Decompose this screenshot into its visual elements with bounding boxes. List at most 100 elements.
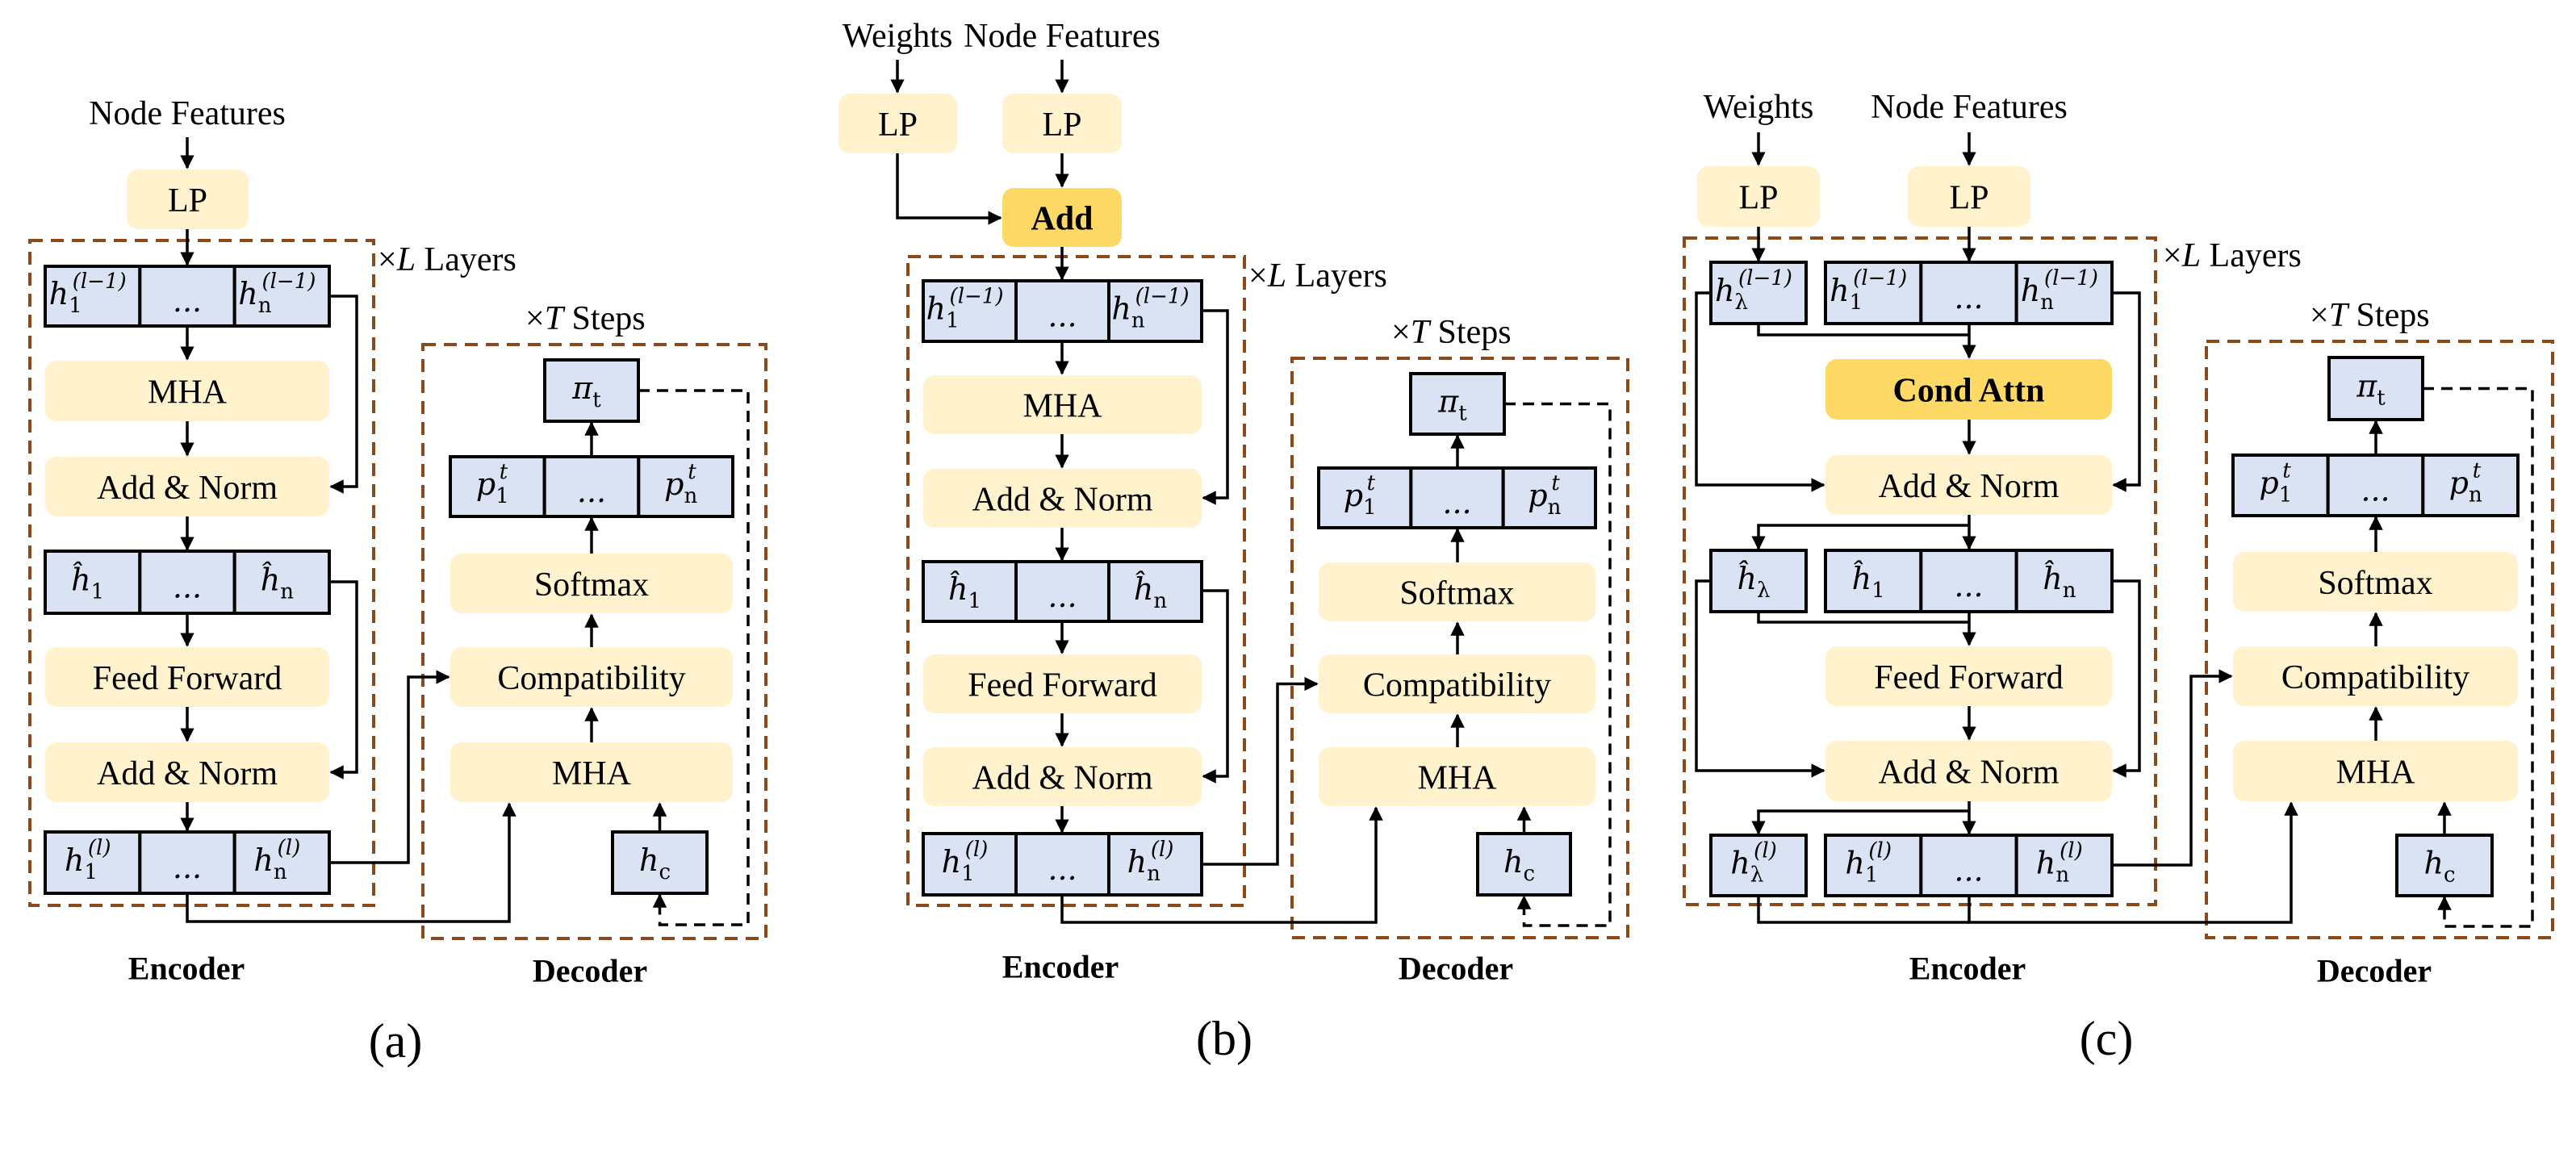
cell-symbol: ... xyxy=(173,283,202,319)
cell-symbol: ... xyxy=(577,474,606,509)
repeat-word: Steps xyxy=(2348,297,2430,334)
symbol-superscript: (l−1) xyxy=(1853,266,1907,290)
cell xyxy=(542,455,641,518)
decoder: ×T Stepsπtp1t...pntSoftmaxCompatibilityM… xyxy=(1060,314,1629,939)
cell-symbol: ... xyxy=(1048,579,1077,614)
symbol-base: h xyxy=(1503,844,1523,880)
symbol-subscript: n xyxy=(274,860,287,884)
cell xyxy=(44,830,142,895)
add-norm-block-1-label: Add & Norm xyxy=(1879,468,2060,505)
input-label-weights: Weights xyxy=(843,18,953,55)
cell-symbol: ... xyxy=(1954,853,1983,888)
decoder-repeat-label: ×T Steps xyxy=(2310,297,2430,334)
encoder-mha-block-label: MHA xyxy=(1022,388,1102,425)
cell xyxy=(138,550,236,615)
symbol-subscript: c xyxy=(2444,863,2456,888)
decoder-repeat-label: ×T Steps xyxy=(525,300,646,337)
cell-symbol: ĥn xyxy=(1134,571,1167,613)
cell-symbol: hn(l) xyxy=(2036,839,2083,888)
cell-symbol: hn(l−1) xyxy=(1111,285,1189,333)
cell-symbol-symbol: hn(l) xyxy=(1127,838,1174,886)
input-label-node-features: Node Features xyxy=(89,95,286,132)
arrow-encoder-to-mha xyxy=(1060,806,1383,924)
context-hc-symbol-symbol: hc xyxy=(639,842,671,884)
arrow-encoder-to-compat xyxy=(1202,676,1319,866)
symbol-superscript: t xyxy=(2282,459,2291,483)
feed-forward-block: Feed Forward xyxy=(1825,646,2112,706)
lambda-merge-line-1 xyxy=(1757,324,1969,336)
cell xyxy=(1409,466,1505,529)
arrow-weights-lp-to-add xyxy=(896,153,1002,225)
symbol-subscript: t xyxy=(1458,402,1467,426)
lp-block-weights-label: LP xyxy=(1738,180,1778,217)
symbol-base: h xyxy=(926,291,946,327)
cell xyxy=(1824,261,1923,325)
cell-symbol-symbol: ĥ1 xyxy=(71,562,104,604)
lambda-cell-prev-symbol: hλ(l−1) xyxy=(1715,266,1792,315)
symbol-base: p xyxy=(2449,466,2469,501)
context-hc-box xyxy=(1476,832,1572,897)
compatibility-block-bg xyxy=(2233,646,2518,706)
encoder-group-border xyxy=(1683,236,2157,906)
lp-block-features-label: LP xyxy=(1949,180,1988,217)
lambda-merge-line-2 xyxy=(1757,612,1969,624)
symbol-base: h xyxy=(1715,273,1734,308)
cell-symbol: ... xyxy=(1954,568,1983,604)
add-norm-block-2-bg xyxy=(1825,741,2112,801)
symbol-subscript: n xyxy=(1548,495,1562,520)
cell-symbol-symbol: p1t xyxy=(2259,459,2292,508)
hidden-row-out: h1(l)...hn(l) xyxy=(44,830,331,895)
symbol-superscript: (l−1) xyxy=(73,270,127,294)
cell-symbol-symbol: hn(l) xyxy=(2036,839,2083,888)
repeat-variable: L xyxy=(1267,257,1286,295)
symbol-superscript: t xyxy=(2473,459,2482,483)
cell xyxy=(1824,549,1923,613)
cell-symbol: hn(l−1) xyxy=(2021,266,2098,315)
cell-symbol-symbol: ĥn xyxy=(1134,571,1167,613)
symbol-base: h xyxy=(49,276,69,311)
symbol-superscript: t xyxy=(500,460,508,484)
context-hc-symbol-symbol: hc xyxy=(1503,844,1535,886)
feed-forward-block-label: Feed Forward xyxy=(968,667,1156,704)
decoder-mha-block-bg xyxy=(1319,747,1595,806)
output-pi-t-symbol: πt xyxy=(571,370,601,412)
lambda-cell-prev: hλ(l−1) xyxy=(1709,261,1808,325)
symbol-subscript: 1 xyxy=(961,862,975,886)
lambda-cell-out-box xyxy=(1709,834,1808,897)
symbol-base: h xyxy=(253,842,273,878)
symbol-base: ĥ xyxy=(2043,561,2062,596)
cell-symbol-symbol: ĥ1 xyxy=(948,571,981,613)
symbol-subscript: n xyxy=(258,294,272,318)
feed-forward-block-label: Feed Forward xyxy=(1874,659,2063,696)
softmax-block: Softmax xyxy=(1319,562,1595,621)
compatibility-block: Compatibility xyxy=(2233,646,2518,706)
ellipsis: ... xyxy=(173,283,202,319)
symbol-subscript: 1 xyxy=(496,484,509,508)
cell xyxy=(2014,549,2114,613)
residual-skip-lambda-2 xyxy=(1695,579,1825,778)
cell-symbol-symbol: p1t xyxy=(476,460,509,508)
symbol-base: ĥ xyxy=(261,562,280,598)
decoder-mha-block-label: MHA xyxy=(552,755,632,792)
panel-caption-a: (a) xyxy=(369,1014,423,1068)
symbol-base: ĥ xyxy=(1134,571,1153,607)
symbol-superscript: t xyxy=(688,460,696,484)
residual-skip-2 xyxy=(1202,589,1229,784)
encoder-mha-block-bg xyxy=(923,375,1202,434)
repeat-variable: L xyxy=(2181,237,2201,274)
softmax-block-label: Softmax xyxy=(2318,565,2432,602)
encoder-mha-block: MHA xyxy=(45,361,329,421)
output-pi-t-symbol: πt xyxy=(2356,369,2386,411)
feed-forward-block-label: Feed Forward xyxy=(93,660,282,697)
cell-symbol: ... xyxy=(1954,280,1983,316)
arrow-encoder-to-mha xyxy=(186,802,516,923)
symbol-base: h xyxy=(639,842,659,878)
cell-symbol: ĥ1 xyxy=(1852,561,1885,603)
lp-block-features: LP xyxy=(1908,166,2030,227)
add-norm-block-1: Add & Norm xyxy=(45,457,329,516)
cell-symbol: ĥn xyxy=(261,562,294,604)
symbol-superscript: (l−1) xyxy=(1135,285,1190,309)
